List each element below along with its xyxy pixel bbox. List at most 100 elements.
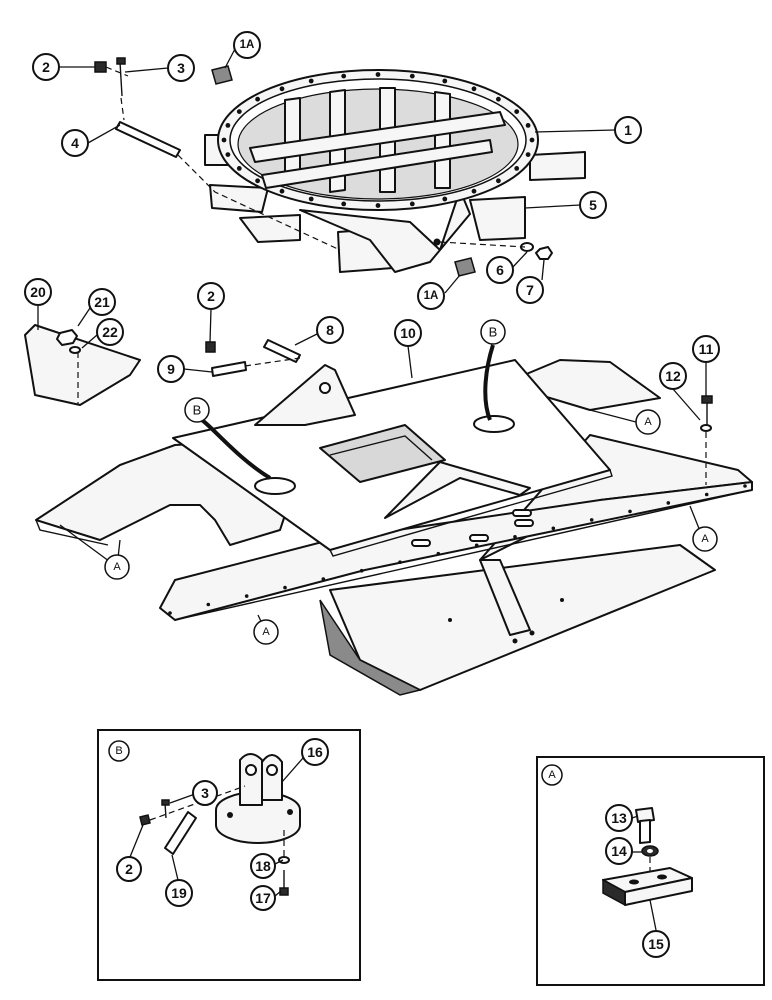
bushing-1a-bottom [454, 257, 476, 277]
plate-cutout [319, 424, 446, 483]
ring-bolt-hole [279, 86, 285, 92]
ring-bolt-hole [279, 188, 285, 194]
callout-19: 19 [165, 879, 193, 907]
ring-bolt-hole [341, 73, 347, 79]
callout-label: 8 [326, 322, 334, 338]
callout-5: 5 [579, 191, 607, 219]
callout-label: 1A [424, 290, 439, 302]
bolt-3-top [119, 61, 123, 97]
frame-edge-hole [551, 526, 556, 531]
ring-bolt-hole [225, 152, 231, 158]
ref-A-bottom: A [253, 619, 279, 645]
clevis-hole [245, 764, 257, 776]
ring-bolt-hole [308, 78, 314, 84]
callout-11: 11 [692, 335, 720, 363]
clevis-base-hole [227, 812, 233, 818]
ref-B-left: B [184, 397, 210, 423]
main-frame-assembly [24, 324, 753, 696]
ring-bolt-hole [409, 201, 415, 207]
frame-edge-hole [206, 602, 211, 607]
tray-hole [448, 618, 452, 622]
ring-bolt-hole [514, 166, 520, 171]
leader-line [87, 124, 121, 144]
callout-label: 20 [30, 284, 46, 300]
leader-line [541, 259, 545, 281]
frame-edge-hole [628, 509, 632, 514]
callout-8: 8 [316, 316, 344, 344]
bracket-20 [24, 324, 141, 406]
cotter-pin-2-mid [205, 341, 216, 353]
plate-cutout-edge [329, 435, 433, 461]
callout-7: 7 [516, 276, 544, 304]
callout-layer: 1A 1 2 3 4 5 6 7 1A 20 21 22 2 8 9 10 11… [24, 31, 720, 645]
leader-line [649, 899, 657, 931]
leader-line [274, 890, 282, 897]
inset-b-label: B [108, 740, 130, 762]
callout-label: 2 [125, 861, 133, 877]
ring-bracket-left-low [239, 214, 301, 243]
callout-14: 14 [605, 837, 633, 865]
ref-label: A [262, 626, 270, 638]
plate-lug-top [254, 364, 356, 426]
ring-bolt-hole [255, 96, 260, 102]
clevis-hole [266, 764, 278, 776]
callout-3-inset: 3 [192, 780, 218, 806]
ref-label: B [115, 745, 122, 757]
clevis-16-ear-right [261, 754, 283, 801]
callout-label: 19 [171, 885, 187, 901]
bolt-3-head [116, 57, 126, 65]
ring-bolt-hole [236, 109, 242, 114]
frame-edge-hole [359, 568, 364, 573]
callout-15: 15 [642, 930, 670, 958]
ring-bolt-hole [496, 178, 501, 184]
ring-bolt-hole [255, 178, 260, 184]
pin-4 [115, 121, 181, 158]
callout-6: 6 [486, 256, 514, 284]
clevis-base-hole [287, 809, 293, 815]
ring-lower-body [299, 189, 471, 273]
frame-edge-hole [398, 560, 402, 564]
leader-line [171, 854, 179, 881]
ref-A-left: A [104, 554, 130, 580]
callout-label: 14 [611, 843, 627, 859]
leader-line [124, 67, 169, 73]
ref-label: A [644, 416, 652, 428]
callout-21: 21 [88, 288, 116, 316]
ring-bracket-right-low [469, 196, 526, 241]
ring-bolt-hole [529, 137, 535, 143]
frame-edge [159, 489, 753, 621]
ref-B-right: B [480, 319, 506, 345]
leader-line [589, 409, 637, 423]
tray-hole [560, 598, 564, 602]
leader-line [511, 251, 528, 269]
callout-label: 22 [102, 324, 118, 340]
ring-crossbar [249, 111, 506, 163]
ref-label: B [489, 325, 498, 340]
ref-label: B [193, 403, 202, 418]
callout-label: 2 [207, 288, 215, 304]
frame-edge-hole [474, 543, 479, 548]
nut-21 [56, 329, 78, 346]
pin-8 [263, 339, 301, 363]
ring-bolt-hole [514, 109, 520, 114]
block-hole [657, 874, 667, 880]
ring-bolt-hole [442, 196, 448, 202]
ring-bracket-left-mid [209, 184, 269, 213]
callout-2-inset: 2 [116, 856, 142, 882]
assembly-line [120, 97, 125, 121]
callout-17: 17 [250, 885, 276, 911]
ring-bolt-hole [225, 123, 231, 128]
plate-hole-b-right [473, 415, 515, 433]
frame-front-beam [159, 481, 753, 621]
cotter-pin-2-inset [139, 814, 151, 826]
ring-bolt-hole [525, 152, 531, 158]
inset-a-frame [536, 756, 765, 986]
leader-line [77, 307, 91, 327]
ref-label: A [113, 561, 121, 573]
washer-12 [700, 424, 712, 432]
tray-hole [529, 630, 535, 636]
frame-edge-hole [436, 551, 441, 556]
leader-line [274, 859, 284, 865]
ring-bolt-hole [496, 96, 501, 102]
frame-edge-hole [704, 492, 709, 497]
